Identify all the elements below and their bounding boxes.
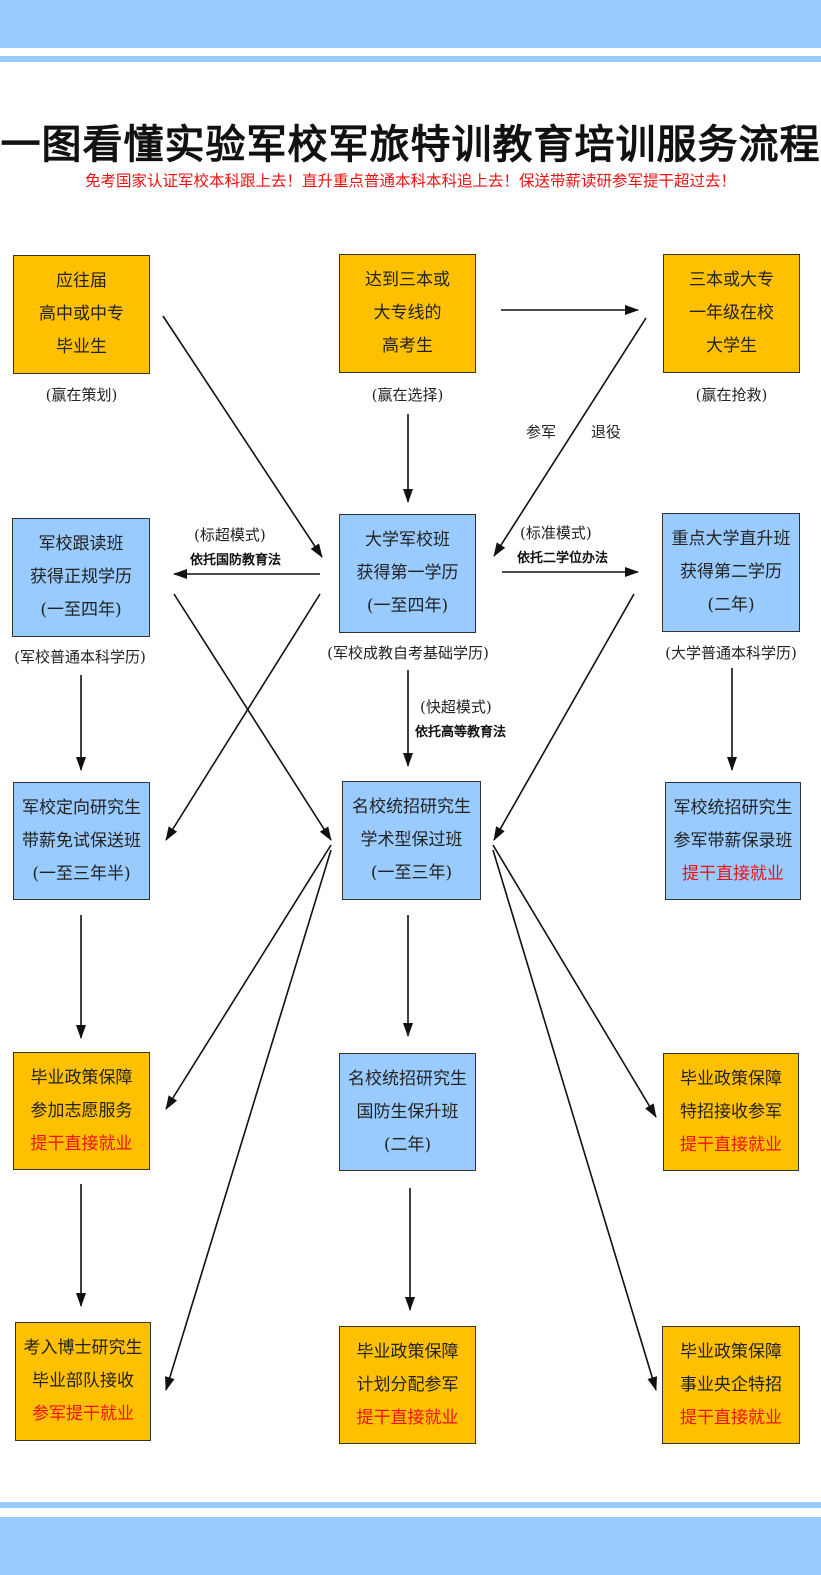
box-military-auditing-class: 军校跟读班 获得正规学历 (一至四年) <box>12 518 150 637</box>
box-exam-takers-line-1: 达到三本或 <box>365 270 450 290</box>
box-university-military-line-2: 获得第一学历 <box>356 563 459 583</box>
page-subtitle: 免考国家认证军校本科跟上去！直升重点普通本科本科追上去！保送带薪读研参军提干超过… <box>84 172 736 190</box>
box-university-military-line-1: 大学军校班 <box>365 530 450 550</box>
box-doctoral-highlight: 参军提干就业 <box>32 1404 134 1424</box>
box-military-auditing-line-3: (一至四年) <box>40 600 122 620</box>
box-famous-school-grad: 名校统招研究生 学术型保过班 (一至三年) <box>342 781 481 900</box>
page-title: 一图看懂实验军校军旅特训教育培训服务流程 <box>0 122 821 168</box>
arrow-b8-to-b10 <box>165 844 332 1110</box>
top-band <box>0 0 821 48</box>
box-national-defense-line-2: 国防生保升班 <box>356 1101 459 1122</box>
box-university-military-line-3: (一至四年) <box>366 596 449 616</box>
box-military-grad-admission: 军校统招研究生 参军带薪保录班 提干直接就业 <box>665 782 801 900</box>
box-policy-soe-highlight: 提干直接就业 <box>680 1407 782 1428</box>
caption-continuing-ed: (军校成教自考基础学历) <box>327 644 489 662</box>
box-key-university-line-2: 获得第二学历 <box>680 562 782 582</box>
box-doctoral-line-1: 考入博士研究生 <box>23 1338 143 1358</box>
box-doctoral-line-2: 毕业部队接收 <box>32 1371 134 1391</box>
box-graduates-line-3: 毕业生 <box>56 337 107 357</box>
box-exam-takers-line-3: 高考生 <box>382 336 433 356</box>
arrow-b5-to-b7 <box>165 593 321 841</box>
label-enlist: 参军 <box>526 423 557 441</box>
box-graduates-line-1: 应往届 <box>56 271 107 291</box>
box-military-directed-line-3: (一至三年半) <box>32 863 131 884</box>
caption-military-undergrad: (军校普通本科学历) <box>14 648 146 666</box>
bottom-band <box>0 1517 821 1575</box>
box-military-grad-line-1: 军校统招研究生 <box>673 797 793 818</box>
box-policy-planned-line-2: 计划分配参军 <box>356 1374 459 1395</box>
label-law-right: 依托二学位办法 <box>517 551 609 566</box>
label-mode-left: (标超模式) <box>194 526 266 544</box>
box-graduates: 应往届 高中或中专 毕业生 <box>13 255 150 374</box>
label-law-center: 依托高等教育法 <box>415 725 507 740</box>
box-famous-school-line-1: 名校统招研究生 <box>352 797 471 817</box>
box-university-military-class: 大学军校班 获得第一学历 (一至四年) <box>339 514 476 633</box>
arrow-b3-to-b5 <box>493 317 647 557</box>
box-policy-soe-line-1: 毕业政策保障 <box>680 1341 782 1362</box>
box-military-grad-line-2: 参军带薪保录班 <box>673 830 793 851</box>
box-military-auditing-line-1: 军校跟读班 <box>38 534 124 554</box>
box-policy-planned-line-1: 毕业政策保障 <box>356 1341 459 1362</box>
box-policy-volunteer-line-1: 毕业政策保障 <box>30 1067 133 1088</box>
box-military-auditing-line-2: 获得正规学历 <box>30 567 132 587</box>
label-law-left: 依托国防教育法 <box>190 553 282 568</box>
box-college-freshmen: 三本或大专 一年级在校 大学生 <box>663 254 800 373</box>
box-military-directed-line-2: 带薪免试保送班 <box>22 830 141 851</box>
label-mode-right: (标准模式) <box>520 524 592 542</box>
caption-university-undergrad: (大学普通本科学历) <box>665 644 797 662</box>
arrow-b8-to-b13 <box>165 849 332 1391</box>
caption-rescue: (赢在抢救) <box>695 386 768 404</box>
top-band-stripe <box>0 56 821 62</box>
box-policy-volunteer-line-2: 参加志愿服务 <box>30 1100 133 1121</box>
arrow-b8-to-b15 <box>492 849 658 1391</box>
box-key-university-class: 重点大学直升班 获得第二学历 (二年) <box>662 513 800 632</box>
box-doctoral: 考入博士研究生 毕业部队接收 参军提干就业 <box>15 1322 151 1441</box>
box-famous-school-line-3: (一至三年) <box>370 863 453 883</box>
box-national-defense-student: 名校统招研究生 国防生保升班 (二年) <box>339 1053 476 1171</box>
box-policy-volunteer-highlight: 提干直接就业 <box>30 1133 133 1154</box>
bottom-band-stripe <box>0 1502 821 1508</box>
box-exam-takers-line-2: 大专线的 <box>373 303 442 323</box>
box-policy-special-line-1: 毕业政策保障 <box>680 1068 782 1089</box>
box-policy-volunteer: 毕业政策保障 参加志愿服务 提干直接就业 <box>13 1052 150 1170</box>
box-military-grad-highlight: 提干直接就业 <box>682 863 784 884</box>
box-exam-takers: 达到三本或 大专线的 高考生 <box>339 254 476 373</box>
box-college-freshmen-line-3: 大学生 <box>706 336 757 356</box>
arrow-b4-to-b8 <box>173 593 332 841</box>
arrow-b8-to-b12 <box>492 844 657 1118</box>
label-mode-center: (快超模式) <box>420 698 492 716</box>
box-policy-soe-line-2: 事业央企特招 <box>680 1374 782 1395</box>
box-policy-special-highlight: 提干直接就业 <box>680 1134 782 1155</box>
box-policy-planned-enlist: 毕业政策保障 计划分配参军 提干直接就业 <box>339 1326 476 1444</box>
box-military-directed-line-1: 军校定向研究生 <box>22 797 141 818</box>
box-military-directed-grad: 军校定向研究生 带薪免试保送班 (一至三年半) <box>13 782 150 900</box>
label-retire: 退役 <box>591 423 622 441</box>
box-policy-special-enlist: 毕业政策保障 特招接收参军 提干直接就业 <box>663 1053 799 1171</box>
box-college-freshmen-line-2: 一年级在校 <box>689 303 774 323</box>
box-policy-planned-highlight: 提干直接就业 <box>356 1407 459 1428</box>
caption-planning: (赢在策划) <box>45 386 118 404</box>
box-key-university-line-3: (二年) <box>707 595 755 615</box>
box-college-freshmen-line-1: 三本或大专 <box>689 270 774 290</box>
arrow-b6-to-b8 <box>493 593 635 841</box>
box-national-defense-line-3: (二年) <box>383 1134 432 1155</box>
box-policy-soe-recruit: 毕业政策保障 事业央企特招 提干直接就业 <box>662 1326 800 1444</box>
arrow-b1-to-b5 <box>162 315 323 558</box>
box-national-defense-line-1: 名校统招研究生 <box>348 1068 467 1089</box>
box-graduates-line-2: 高中或中专 <box>39 304 124 324</box>
box-policy-special-line-2: 特招接收参军 <box>680 1101 782 1122</box>
box-famous-school-line-2: 学术型保过班 <box>360 830 463 850</box>
caption-choice: (赢在选择) <box>371 386 444 404</box>
box-key-university-line-1: 重点大学直升班 <box>671 529 791 549</box>
